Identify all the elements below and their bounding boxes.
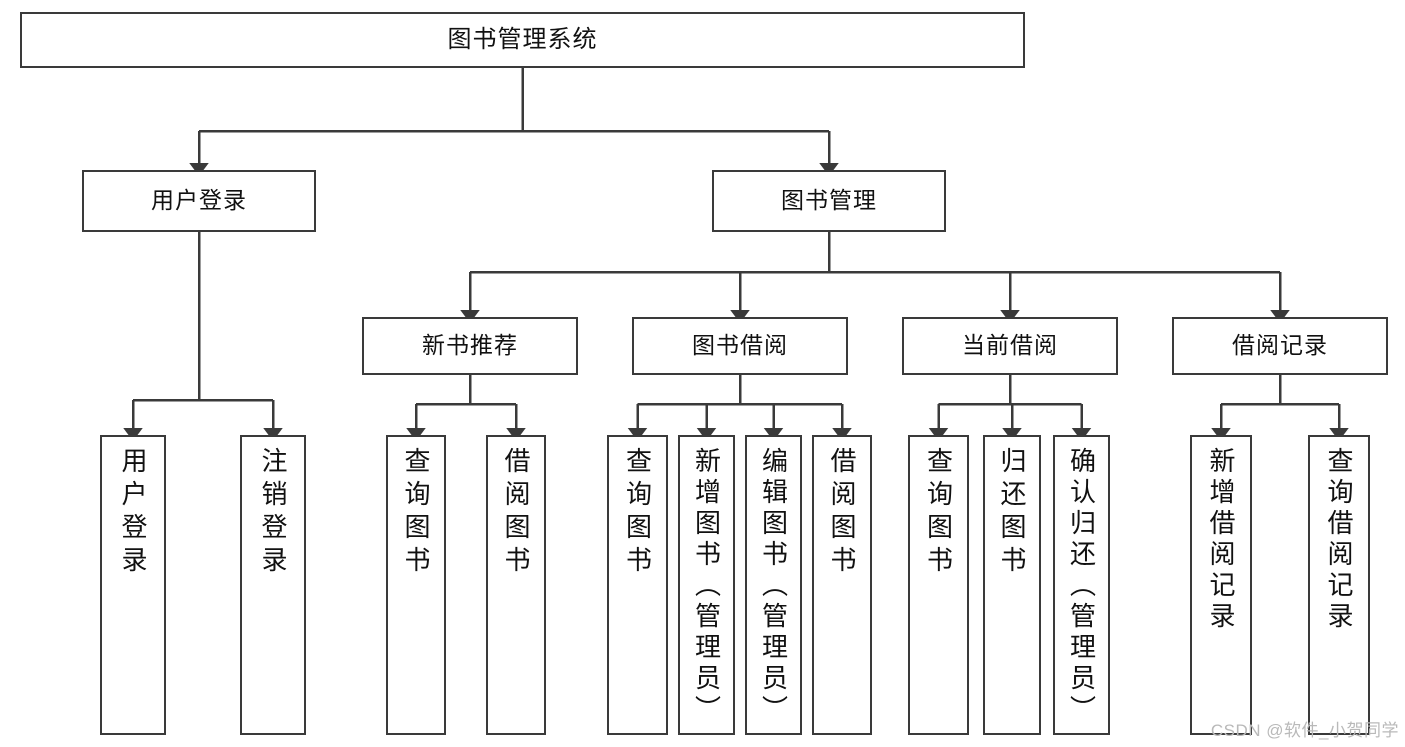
- node-label-b_query: 查询图书: [622, 447, 653, 579]
- node-b_borrow[interactable]: 借阅图书: [812, 435, 872, 735]
- node-b_add[interactable]: 新增图书（管理员）: [678, 435, 735, 735]
- node-label-borrow: 图书借阅: [692, 332, 788, 359]
- node-c_return[interactable]: 归还图书: [983, 435, 1041, 735]
- node-records[interactable]: 借阅记录: [1172, 317, 1388, 375]
- node-label-c_return: 归还图书: [997, 447, 1027, 579]
- node-label-c_query: 查询图书: [923, 447, 954, 579]
- edge-paths: [123, 68, 1349, 441]
- node-r_add[interactable]: 新增借阅记录: [1190, 435, 1252, 735]
- watermark: CSDN @软件_小贺同学: [1210, 721, 1399, 740]
- node-label-bookmgmt: 图书管理: [781, 187, 877, 214]
- node-label-c_confirm: 确认归还（管理员）: [1066, 447, 1097, 726]
- node-c_confirm[interactable]: 确认归还（管理员）: [1053, 435, 1110, 735]
- node-bookmgmt[interactable]: 图书管理: [712, 170, 946, 232]
- node-b_edit[interactable]: 编辑图书（管理员）: [745, 435, 802, 735]
- node-label-root: 图书管理系统: [447, 25, 598, 53]
- node-label-r_add: 新增借阅记录: [1206, 447, 1236, 633]
- node-label-l_logout: 注销登录: [258, 447, 288, 579]
- node-label-current: 当前借阅: [962, 332, 1058, 359]
- node-r_query[interactable]: 查询借阅记录: [1308, 435, 1370, 735]
- node-n_query[interactable]: 查询图书: [386, 435, 446, 735]
- node-label-l_login: 用户登录: [118, 447, 148, 579]
- node-b_query[interactable]: 查询图书: [607, 435, 668, 735]
- node-c_query[interactable]: 查询图书: [908, 435, 969, 735]
- node-borrow[interactable]: 图书借阅: [632, 317, 848, 375]
- node-newbook[interactable]: 新书推荐: [362, 317, 578, 375]
- node-label-records: 借阅记录: [1232, 332, 1328, 359]
- node-label-n_query: 查询图书: [401, 447, 431, 579]
- node-current[interactable]: 当前借阅: [902, 317, 1118, 375]
- node-label-r_query: 查询借阅记录: [1324, 447, 1354, 633]
- node-label-n_borrow: 借阅图书: [501, 447, 531, 579]
- node-label-newbook: 新书推荐: [422, 332, 518, 359]
- node-root[interactable]: 图书管理系统: [20, 12, 1025, 68]
- node-l_logout[interactable]: 注销登录: [240, 435, 306, 735]
- node-label-b_edit: 编辑图书（管理员）: [758, 447, 789, 726]
- node-label-login: 用户登录: [151, 187, 247, 214]
- node-label-b_add: 新增图书（管理员）: [691, 447, 722, 726]
- node-n_borrow[interactable]: 借阅图书: [486, 435, 546, 735]
- node-label-b_borrow: 借阅图书: [827, 447, 857, 579]
- node-login[interactable]: 用户登录: [82, 170, 316, 232]
- node-l_login[interactable]: 用户登录: [100, 435, 166, 735]
